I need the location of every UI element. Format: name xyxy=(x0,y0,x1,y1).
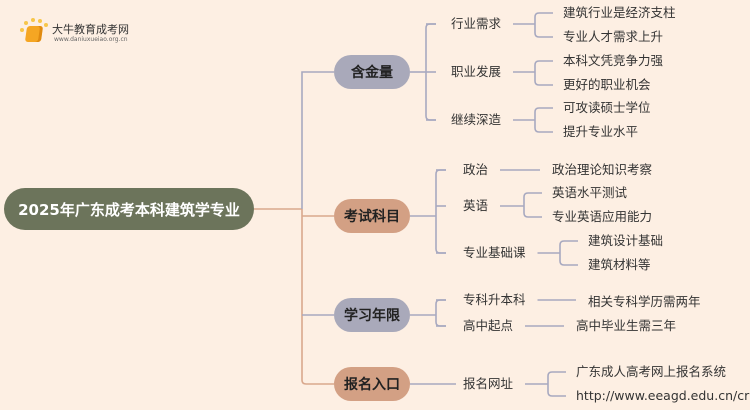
leaf-label[interactable]: 建筑材料等 xyxy=(588,257,651,272)
leaf-label[interactable]: 建筑行业是经济支柱 xyxy=(563,5,676,20)
leaf-label[interactable]: 更好的职业机会 xyxy=(563,77,651,92)
leaf-bracket xyxy=(534,60,553,86)
subtopic-bracket xyxy=(435,299,446,327)
root-node[interactable]: 2025年广东成考本科建筑学专业 xyxy=(4,188,254,230)
logo-dot xyxy=(31,18,35,22)
logo-dot xyxy=(38,19,42,23)
subtopic-label[interactable]: 英语 xyxy=(463,198,489,213)
leaf-label[interactable]: 高中毕业生需三年 xyxy=(576,318,677,333)
logo-url: www.daniuxueiao.org.cn xyxy=(54,36,128,43)
trunk-line-upper xyxy=(301,71,308,209)
leaf-label[interactable]: 专业英语应用能力 xyxy=(552,209,653,224)
leaf-label[interactable]: 政治理论知识考察 xyxy=(552,162,653,177)
subtopic-label[interactable]: 报名网址 xyxy=(463,376,514,391)
category-value[interactable]: 含金量 xyxy=(334,55,410,89)
leaf-bracket xyxy=(547,371,566,397)
leaf-bracket xyxy=(534,12,553,38)
logo-title: 大牛教育成考网 xyxy=(52,23,129,36)
logo: 大牛教育成考网 www.daniuxueiao.org.cn xyxy=(18,18,138,48)
subtopic-label[interactable]: 政治 xyxy=(463,162,489,177)
leaf-label[interactable]: 专业人才需求上升 xyxy=(563,29,664,44)
leaf-label[interactable]: 建筑设计基础 xyxy=(588,233,664,248)
category-exam-subjects[interactable]: 考试科目 xyxy=(334,199,410,233)
book-icon xyxy=(24,26,44,42)
leaf-label[interactable]: 可攻读硕士学位 xyxy=(563,100,651,115)
leaf-bracket xyxy=(534,107,553,133)
subtopic-bracket xyxy=(435,169,446,254)
subtopic-label[interactable]: 高中起点 xyxy=(463,318,514,333)
logo-dot xyxy=(44,23,48,27)
leaf-label[interactable]: 广东成人高考网上报名系统 xyxy=(576,364,727,379)
subtopic-label[interactable]: 专业基础课 xyxy=(463,245,526,260)
subtopic-label[interactable]: 专科升本科 xyxy=(463,292,526,307)
leaf-label[interactable]: 提升专业水平 xyxy=(563,124,639,139)
leaf-label[interactable]: 英语水平测试 xyxy=(552,185,628,200)
leaf-label[interactable]: 相关专科学历需两年 xyxy=(588,294,701,309)
leaf-label[interactable]: http://www.eeagd.edu.cn/cr xyxy=(576,388,750,403)
trunk-line-lower xyxy=(301,209,334,385)
logo-dot xyxy=(24,21,28,25)
category-registration[interactable]: 报名入口 xyxy=(334,367,410,401)
category-study-duration[interactable]: 学习年限 xyxy=(334,298,410,332)
leaf-bracket xyxy=(523,192,542,218)
logo-dot xyxy=(20,28,24,32)
subtopic-label[interactable]: 继续深造 xyxy=(451,112,502,127)
leaf-label[interactable]: 本科文凭竞争力强 xyxy=(563,53,664,68)
subtopic-label[interactable]: 职业发展 xyxy=(451,64,502,79)
leaf-bracket xyxy=(559,240,578,266)
subtopic-label[interactable]: 行业需求 xyxy=(451,16,502,31)
